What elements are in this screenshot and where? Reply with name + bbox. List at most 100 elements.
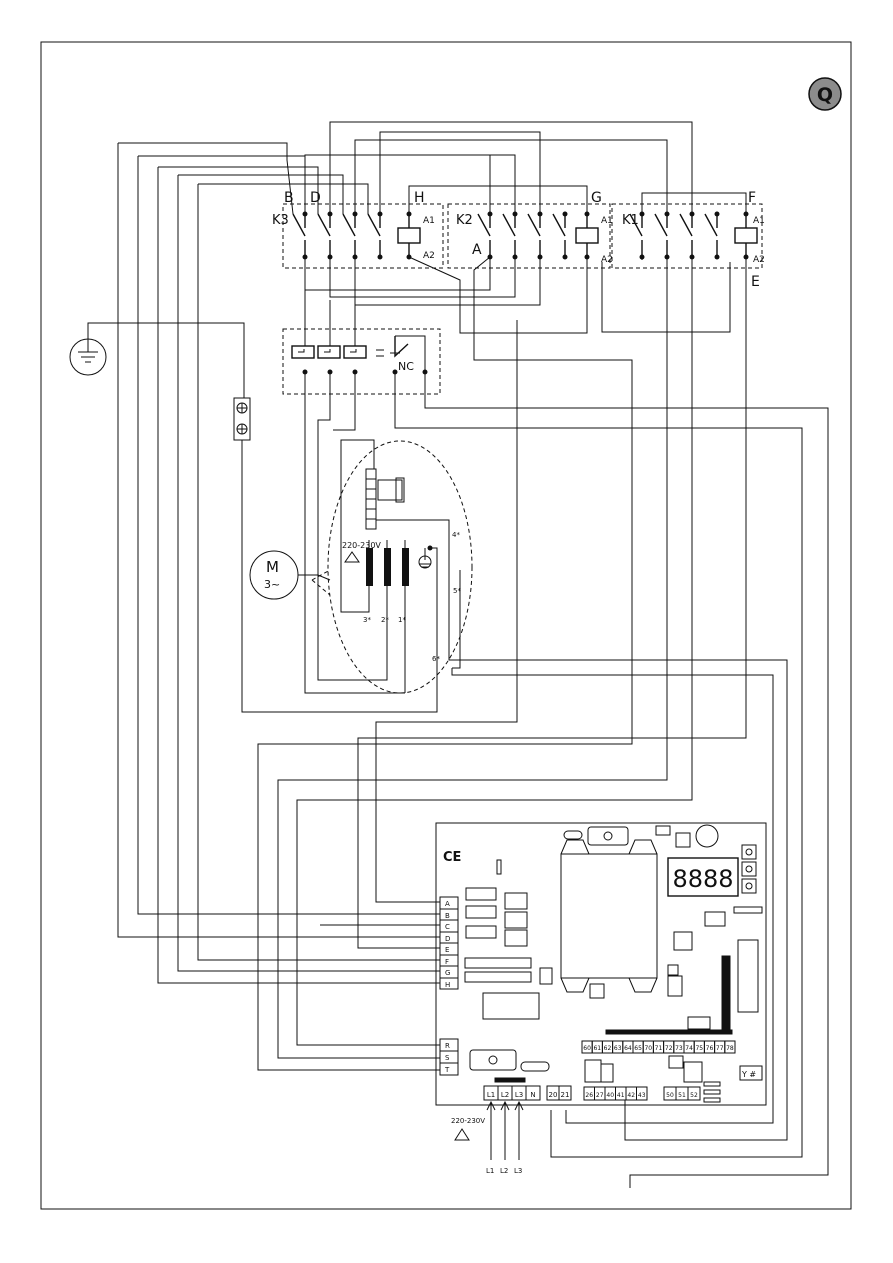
terminal-number: 72: [665, 1045, 673, 1052]
jumper-label: Y #: [741, 1070, 756, 1079]
transformer: [560, 824, 719, 999]
terminal-number: 75: [695, 1045, 703, 1052]
k2-label: K2: [456, 213, 473, 228]
nc-label: NC: [398, 360, 414, 373]
terminal-h-label: H: [414, 190, 425, 206]
board-term-g: G: [445, 969, 450, 977]
terminal-cell: [724, 1040, 736, 1054]
terminal-cell: [525, 1085, 541, 1101]
terminal-number: 77: [716, 1045, 724, 1052]
wire-label-4: 4*: [452, 531, 460, 539]
motor-wiring: [304, 372, 829, 1188]
supply-l1: L1: [486, 1167, 494, 1175]
wire-label-5: 5*: [453, 587, 461, 595]
board-term-a: A: [445, 900, 450, 908]
display-digits: 8888: [672, 865, 733, 893]
terminal-number: 71: [655, 1045, 663, 1052]
page-badge: Q: [808, 77, 842, 111]
badge-letter: Q: [817, 84, 833, 106]
k1-coil: [734, 227, 758, 244]
motor-box-voltage: 220-230V: [342, 541, 381, 550]
terminal-number: 21: [561, 1091, 570, 1099]
k3-coil: [397, 227, 421, 244]
terminal-number: L2: [501, 1091, 509, 1099]
k2-coil-a2: A2: [601, 255, 613, 265]
supply-l3: L3: [514, 1167, 522, 1175]
left-terminal-block: A B C D E F G H: [439, 896, 459, 990]
motor-phase: 3~: [264, 578, 280, 591]
k3-coil-a2: A2: [423, 251, 435, 261]
terminal-d-label: D: [310, 190, 321, 206]
terminal-number: 27: [596, 1092, 604, 1099]
terminal-number: 78: [726, 1045, 734, 1052]
terminal-number: 65: [634, 1045, 642, 1052]
terminal-number: 26: [585, 1092, 593, 1099]
ce-mark: CE: [443, 850, 461, 865]
terminal-number: 61: [593, 1045, 601, 1052]
wire-label-3: 3*: [363, 616, 371, 624]
wire-label-2: 2*: [381, 616, 389, 624]
supply-voltage: 220-230V: [451, 1117, 485, 1125]
top-wiring: [118, 121, 747, 215]
terminal-number: 62: [604, 1045, 612, 1052]
terminal-e-label: E: [751, 274, 760, 290]
terminal-number: L3: [515, 1091, 523, 1099]
terminal-number: 73: [675, 1045, 683, 1052]
terminal-number: N: [530, 1091, 535, 1099]
led-display: 8888: [667, 844, 757, 897]
terminal-a-label: A: [472, 242, 482, 258]
board-term-s: S: [445, 1054, 450, 1062]
terminal-number: L1: [487, 1091, 495, 1099]
motor-label: M: [266, 558, 279, 576]
control-wiring: [117, 143, 788, 1141]
board-term-f: F: [445, 958, 449, 966]
wire-label-6: 6*: [432, 655, 440, 663]
terminal-number: 64: [624, 1045, 632, 1052]
terminal-number: 51: [678, 1092, 686, 1099]
terminal-number: 40: [606, 1092, 614, 1099]
terminal-cell: [558, 1085, 572, 1101]
terminal-number: 41: [617, 1092, 625, 1099]
terminal-cell: [636, 1086, 648, 1101]
terminal-number: 70: [644, 1045, 652, 1052]
terminal-cell: [687, 1086, 701, 1101]
supply-l2: L2: [500, 1167, 508, 1175]
terminal-g-label: G: [591, 190, 602, 206]
k1-coil-a1: A1: [753, 216, 765, 226]
page-frame: [40, 41, 852, 1210]
contactor-block: K3 K2 K1 B D H G F A E A1 A2 A1 A2 A1 A2: [272, 190, 765, 290]
motor-terminal-box: 220-230V 4* 5* 6* 3* 2* 1*: [311, 439, 473, 694]
board-term-e: E: [445, 946, 449, 954]
overload-relay: NC: [282, 257, 441, 395]
terminal-number: 43: [638, 1092, 646, 1099]
power-terminal-block: L1 L2 L3 N: [483, 1085, 541, 1101]
terminal-number: 20: [549, 1091, 558, 1099]
supply-input: 220-230V L1 L2 L3: [451, 1100, 524, 1175]
wire-label-1: 1*: [398, 616, 406, 624]
terminal-number: 63: [614, 1045, 622, 1052]
k2-coil-a1: A1: [601, 216, 613, 226]
terminal-number: 60: [583, 1045, 591, 1052]
k1-label: K1: [622, 213, 639, 228]
motor-symbol: M 3~: [249, 550, 331, 600]
k1-coil-a2: A2: [753, 255, 765, 265]
contactor-bottom-wiring: [257, 256, 747, 1071]
terminal-number: 76: [706, 1045, 714, 1052]
board-term-c: C: [445, 923, 450, 931]
k2-coil: [575, 227, 599, 244]
terminal-number: 42: [627, 1092, 635, 1099]
board-term-h: H: [445, 981, 450, 989]
terminal-b-label: B: [284, 190, 294, 206]
control-board: CE A B C D E F G H R S T: [435, 822, 767, 1106]
terminal-number: 52: [690, 1092, 698, 1099]
terminal-number: 74: [685, 1045, 693, 1052]
terminal-f-label: F: [748, 190, 756, 206]
k3-label: K3: [272, 213, 289, 228]
k3-coil-a1: A1: [423, 216, 435, 226]
board-term-b: B: [445, 912, 450, 920]
board-term-t: T: [444, 1066, 450, 1074]
